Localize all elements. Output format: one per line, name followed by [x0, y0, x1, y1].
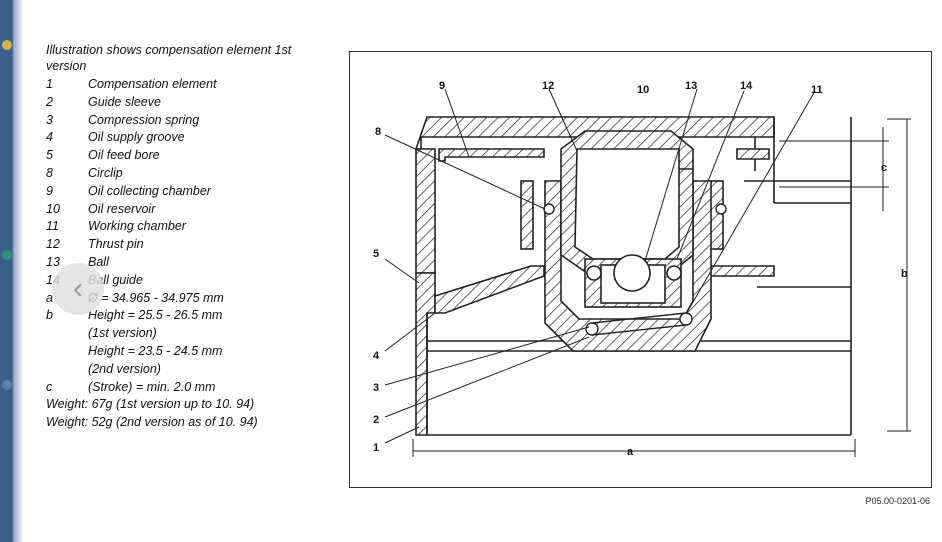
edge-decoration	[2, 40, 12, 50]
callout-3: 3	[373, 382, 379, 394]
edge-decoration	[2, 250, 12, 260]
legend-row: c(Stroke) = min. 2.0 mm	[46, 379, 216, 394]
callout-13: 13	[685, 80, 697, 92]
circlip	[543, 203, 727, 215]
weight-line: Weight: 67g (1st version up to 10. 94)	[46, 397, 255, 412]
dimension-b: b	[901, 268, 908, 280]
callout-1: 1	[373, 442, 379, 454]
legend-row-continued: (1st version)	[88, 326, 157, 341]
callout-4: 4	[373, 350, 380, 362]
legend-panel: Illustration shows compensation element …	[46, 42, 346, 432]
oil-collecting-chamber	[438, 148, 770, 250]
chevron-left-icon[interactable]: ‹	[52, 263, 104, 315]
weight-line: Weight: 52g (2nd version as of 10. 94)	[46, 415, 258, 430]
callout-14: 14	[740, 80, 753, 92]
oil-reservoir	[579, 151, 677, 243]
edge-decoration	[2, 380, 12, 390]
dimension-lines	[412, 118, 911, 457]
figure-reference: P05.00-0201-06	[865, 496, 930, 506]
callout-11: 11	[811, 84, 823, 96]
window-edge	[0, 0, 22, 542]
compensation-element-diagram: 9 12 10 13 14 11 8 5 4 3 2 1 a b c	[373, 80, 911, 458]
compression-spring	[585, 312, 693, 336]
callout-12: 12	[542, 80, 554, 92]
callout-10: 10	[637, 84, 649, 96]
legend-row-continued: (2nd version)	[88, 361, 161, 376]
legend-row-continued: Height = 23.5 - 24.5 mm	[88, 343, 223, 358]
dimension-a: a	[627, 446, 634, 458]
callout-9: 9	[439, 80, 445, 92]
dimension-c: c	[881, 162, 887, 174]
ball-assembly	[584, 254, 682, 308]
callout-5: 5	[373, 248, 379, 260]
leader-lines	[384, 88, 816, 444]
legend-caption: Illustration shows compensation element …	[46, 43, 292, 73]
callout-2: 2	[373, 414, 379, 426]
diagram-frame	[349, 51, 932, 488]
callout-8: 8	[375, 126, 381, 138]
